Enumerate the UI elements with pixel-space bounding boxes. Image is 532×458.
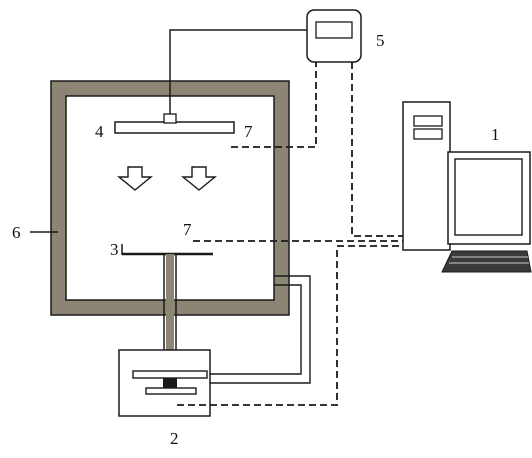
motion-hub [163,378,177,388]
down-arrow-icon [117,166,153,191]
motion-unit [118,349,211,417]
label-lower-plate: 3 [110,240,119,259]
drive-bay-1 [413,115,443,127]
motion-upper-disc [132,370,208,379]
motion-lower-disc [145,387,197,395]
sensor-upper-line [231,62,317,148]
label-sensor-lower: 7 [183,220,192,239]
down-arrow-icon [181,166,217,191]
label-upper-plate: 4 [95,122,104,141]
label-chamber-wall: 6 [12,223,21,242]
return-pipe [210,275,311,384]
label-computer: 1 [491,125,500,144]
drive-bay-2 [413,128,443,140]
monitor-screen [454,158,523,236]
label-sensor-upper: 7 [244,122,253,141]
shaft-core [166,254,174,394]
motion-to-computer-line [177,245,403,406]
label-motion-unit: 2 [170,429,179,448]
flow-arrows [117,166,217,191]
controller-display [315,21,353,39]
controller-unit [306,9,362,63]
control-cable [169,29,311,114]
pipe-outer [210,275,311,384]
label-controller: 5 [376,31,385,50]
keyboard [441,250,532,273]
controller-to-computer-line [351,62,403,237]
pipe-inner [210,284,302,375]
upper-plate [114,121,235,134]
signal-lines [177,62,403,406]
computer [402,101,532,273]
upper-plate-mount [163,113,177,124]
